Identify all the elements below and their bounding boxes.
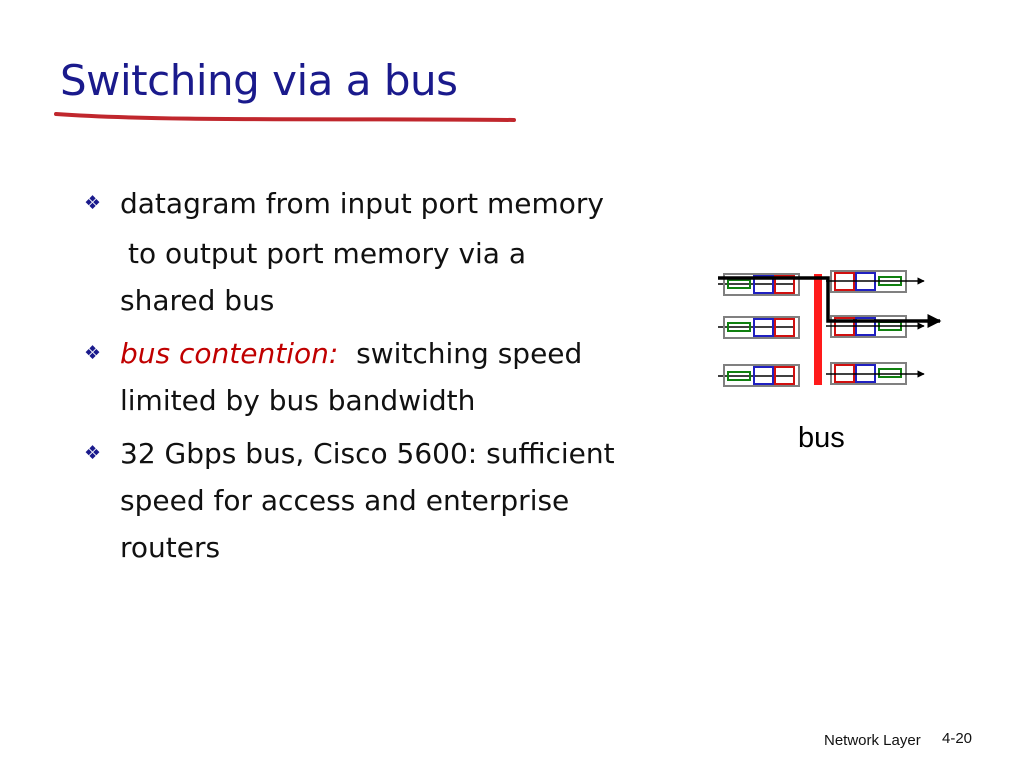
bus-switch-diagram (718, 270, 942, 387)
shared-bus (814, 274, 822, 385)
bullet-item-2: ❖ bus contention: switching speed (80, 330, 705, 377)
bullet-1-line-3: shared bus (120, 284, 275, 317)
bullet-list: ❖ datagram from input port memory to out… (80, 180, 705, 571)
footer-network-layer: Network Layer (824, 732, 921, 749)
diamond-bullet-icon: ❖ (84, 192, 102, 214)
input-port-3 (718, 364, 800, 387)
input-port-2 (718, 316, 800, 339)
diamond-bullet-icon: ❖ (84, 342, 102, 364)
bullet-1-line-2: to output port memory via a (128, 237, 527, 270)
datagram-path-arrow (718, 276, 942, 328)
bus-label: bus (798, 422, 845, 454)
output-port-2 (826, 315, 925, 338)
title-underline (54, 112, 516, 122)
output-port-1 (826, 270, 925, 293)
bullet-1-line-1: datagram from input port memory (120, 187, 604, 220)
page-number: 4-20 (942, 730, 973, 747)
output-port-3 (826, 362, 925, 385)
bullet-3-line-3: routers (120, 531, 221, 564)
input-port-1 (718, 273, 800, 296)
bullet-2-line-1: switching speed (356, 337, 583, 370)
bullet-item-1: ❖ datagram from input port memory (80, 180, 705, 227)
slide-title: Switching via a bus (60, 56, 458, 105)
bullet-3-line-1: 32 Gbps bus, Cisco 5600: sufficient (120, 437, 615, 470)
bullet-2-line-2: limited by bus bandwidth (120, 384, 476, 417)
bullet-3-line-2: speed for access and enterprise (120, 484, 570, 517)
bus-contention-term: bus contention: (120, 337, 339, 370)
bullet-item-3: ❖ 32 Gbps bus, Cisco 5600: sufficient (80, 430, 705, 477)
diamond-bullet-icon: ❖ (84, 442, 102, 464)
